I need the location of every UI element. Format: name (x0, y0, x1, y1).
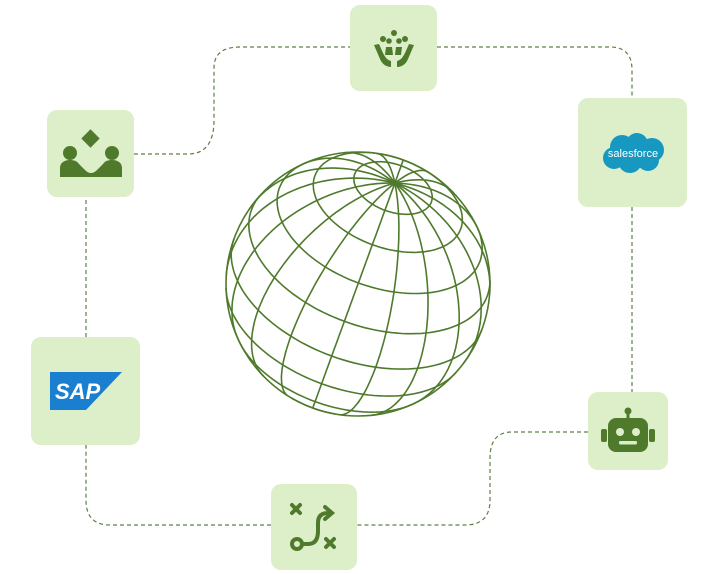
globe-meridian (225, 177, 395, 278)
globe-meridian (231, 182, 395, 342)
salesforce-node[interactable]: salesforce (578, 98, 687, 207)
sap-node[interactable]: SAP (31, 337, 140, 445)
sap-logo: SAP (49, 372, 122, 410)
community-node[interactable] (350, 5, 437, 91)
sap-label: SAP (55, 379, 101, 404)
globe-icon (225, 151, 491, 417)
route-node[interactable] (271, 484, 357, 570)
globe-meridian (394, 182, 483, 365)
globe-parallel (238, 340, 413, 414)
robot-node[interactable] (588, 392, 668, 470)
globe-meridian (280, 182, 396, 397)
globe-meridian (300, 157, 396, 184)
route-icon (290, 503, 336, 551)
globe-meridian (394, 182, 460, 405)
globe-meridian (250, 167, 396, 208)
robot-icon (601, 407, 655, 452)
globe-parallel (247, 195, 491, 335)
connector-robot-route (357, 431, 588, 526)
community-icon (373, 30, 414, 67)
globe-meridian (339, 182, 400, 416)
globe-meridian (250, 182, 396, 378)
globe-parallel (225, 287, 457, 397)
collaboration-node[interactable] (47, 110, 134, 197)
globe-parallel (353, 160, 433, 216)
globe-parallel (291, 397, 336, 415)
salesforce-logo: salesforce (602, 132, 664, 173)
globe-meridian (370, 182, 429, 417)
connector-meet-team (134, 46, 350, 155)
globe-meridian (394, 182, 480, 231)
globe-meridian (394, 182, 491, 295)
collaboration-icon (59, 128, 122, 177)
globe-parallel (276, 161, 484, 295)
connector-team-salesforce (437, 46, 633, 98)
connector-route-sap (85, 445, 271, 526)
salesforce-label: salesforce (607, 148, 657, 160)
globe-meridian (312, 182, 396, 409)
globe-parallel (312, 151, 464, 254)
globe-parallel (230, 238, 483, 370)
